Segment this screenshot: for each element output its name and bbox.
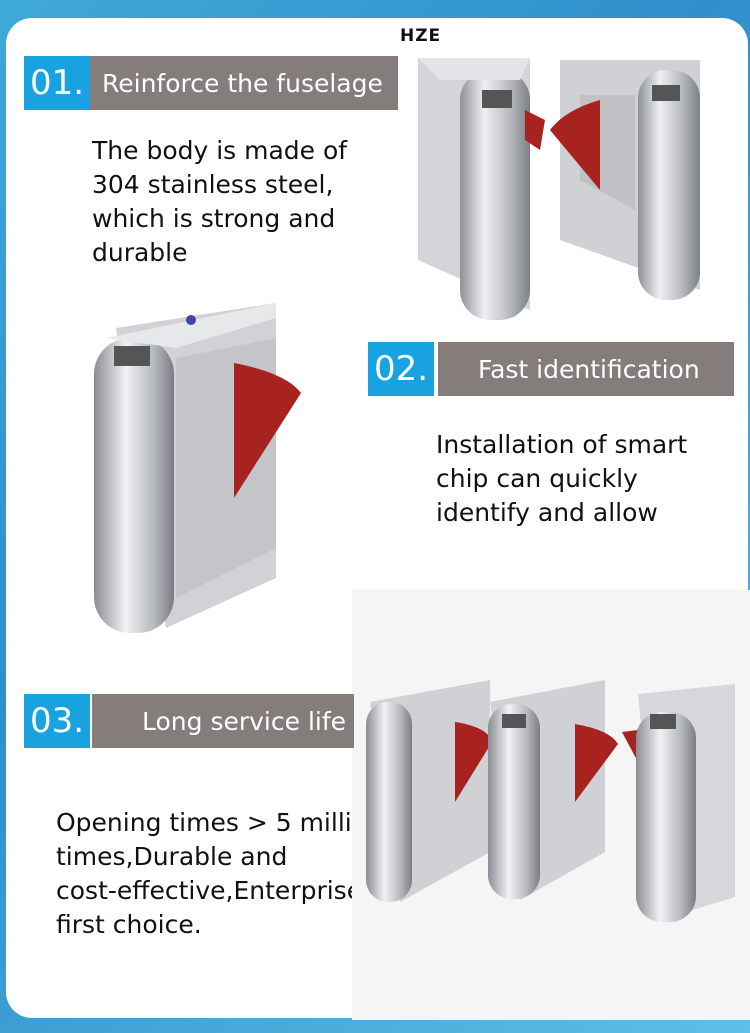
section-2-number: 02. bbox=[368, 342, 434, 396]
turnstile-row-image bbox=[366, 680, 735, 922]
section-2-text: Installation of smart chip can quickly i… bbox=[436, 430, 688, 527]
section-3-title: Long service life bbox=[92, 694, 354, 748]
section-3-header: 03. Long service life bbox=[24, 694, 354, 748]
brand-logo: HZE bbox=[400, 26, 442, 46]
section-2-title: Fast identification bbox=[438, 342, 734, 396]
section-1-number: 01. bbox=[24, 56, 90, 110]
section-3-number: 03. bbox=[24, 694, 90, 748]
section-1-header: 01. Reinforce the fuselage bbox=[24, 56, 398, 110]
turnstile-single-image bbox=[94, 303, 301, 633]
turnstile-pair-image bbox=[418, 58, 700, 320]
section-1-text: The body is made of 304 stainless steel,… bbox=[92, 136, 348, 267]
section-3-text: Opening times > 5 milli times,Durable an… bbox=[56, 808, 352, 939]
section-1-title: Reinforce the fuselage bbox=[90, 56, 398, 110]
section-2-header: 02. Fast identification bbox=[368, 342, 734, 396]
